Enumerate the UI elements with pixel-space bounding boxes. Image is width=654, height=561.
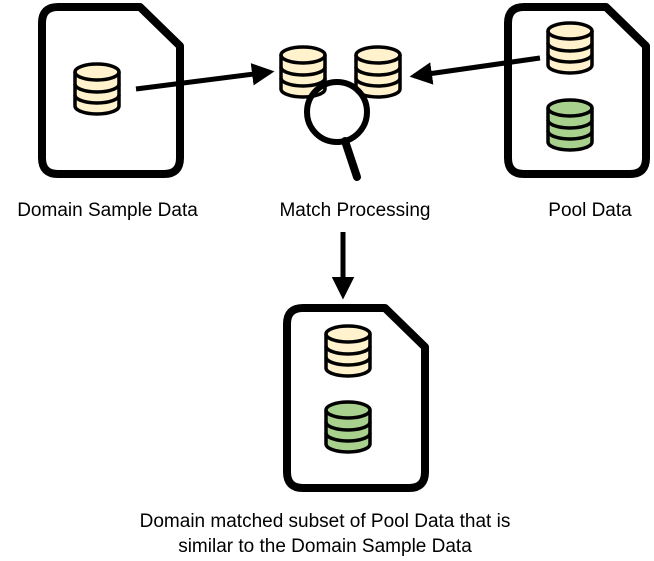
magnifier-icon bbox=[304, 79, 370, 181]
match-processing-label: Match Processing bbox=[279, 200, 431, 221]
domain-sample-group bbox=[38, 3, 184, 178]
pool-data-group bbox=[504, 3, 650, 178]
pool-data-database-icon-cream bbox=[546, 21, 594, 75]
domain-sample-label: Domain Sample Data bbox=[17, 200, 198, 221]
arrow-domain-to-match-icon bbox=[135, 63, 275, 92]
match-database-icon-right bbox=[354, 45, 402, 99]
pool-data-document-icon bbox=[504, 3, 650, 178]
result-document-icon bbox=[283, 304, 429, 492]
result-label-line2: similar to the Domain Sample Data bbox=[178, 535, 472, 557]
pool-data-label: Pool Data bbox=[548, 200, 632, 221]
match-processing-group bbox=[279, 45, 402, 181]
result-label: Domain matched subset of Pool Data that … bbox=[100, 510, 550, 559]
domain-sample-database-icon bbox=[73, 62, 121, 116]
result-database-icon-cream bbox=[324, 324, 372, 378]
result-database-icon-green bbox=[324, 400, 372, 454]
arrow-pool-to-match-icon bbox=[409, 55, 541, 85]
pool-data-database-icon-green bbox=[546, 98, 594, 152]
result-group bbox=[283, 304, 429, 492]
result-label-line1: Domain matched subset of Pool Data that … bbox=[139, 511, 511, 532]
